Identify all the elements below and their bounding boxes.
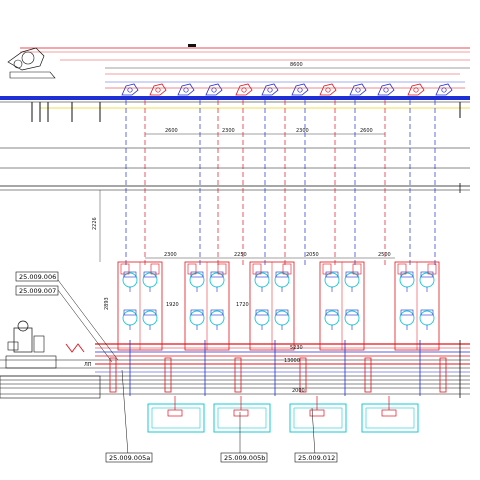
robot-arm: [377, 83, 395, 96]
robot-arm: [291, 83, 309, 96]
lower-conveyor: [0, 340, 470, 399]
span-2: 2300: [222, 128, 235, 134]
robot-arm: [349, 83, 367, 96]
svg-text:25.009.005a: 25.009.005a: [109, 454, 150, 462]
tag-25-009-007: 25.009.007: [15, 285, 59, 296]
span-3: 2300: [296, 128, 309, 134]
robot-cell: [319, 261, 365, 351]
svg-text:25.009.007: 25.009.007: [19, 287, 56, 295]
vertical-dim-left: 2226: [92, 217, 98, 230]
sub-span-1: 1920: [166, 302, 179, 308]
small-left-dim: 2893: [104, 297, 110, 310]
robot-arm: [149, 83, 167, 96]
bottom-fixtures: [147, 396, 419, 433]
robot-arm: [261, 83, 279, 96]
robot-arm: [205, 83, 223, 96]
robot-arm: [235, 83, 253, 96]
operator-station: ЛП: [5, 320, 92, 369]
small-label: ЛП: [84, 362, 92, 368]
span-1: 2600: [165, 128, 178, 134]
svg-text:25.009.006: 25.009.006: [19, 273, 56, 281]
dim-overall: 8600: [290, 62, 303, 68]
robot-arm: [435, 83, 453, 96]
row-span-2: 2250: [234, 252, 247, 258]
lower-center-dim: 13000: [284, 358, 300, 364]
bottom-dim: 2000: [292, 388, 305, 394]
red-logo-icon: [65, 343, 85, 353]
robot-arm: [177, 83, 195, 96]
lower-left-dim: 5230: [290, 345, 303, 351]
centerlines: [125, 100, 436, 265]
robot-cell: [249, 261, 295, 351]
fixture-box: [361, 396, 419, 433]
sub-span-2: 1720: [236, 302, 249, 308]
tag-25-009-006: 25.009.006: [15, 271, 59, 282]
robot-cell: [394, 261, 440, 351]
frame-lines: [0, 147, 470, 193]
leader-lines: [57, 279, 316, 456]
row-span-4: 2500: [378, 252, 391, 258]
robot-cells: [117, 261, 440, 351]
row-span-1: 2300: [164, 252, 177, 258]
robot-cell: [184, 261, 230, 351]
robot-arm: [407, 83, 425, 96]
fixture-box: [147, 396, 205, 433]
main-rail: [0, 96, 470, 100]
machine-logo-icon: [7, 47, 56, 79]
span-4: 2600: [360, 128, 373, 134]
tag-25-009-005a: 25.009.005a: [105, 452, 153, 463]
robot-cluster: [105, 81, 465, 96]
tag-25-009-012: 25.009.012: [294, 452, 338, 463]
fixture-box: [213, 396, 271, 433]
robot-arm: [121, 83, 139, 96]
svg-text:25.009.012: 25.009.012: [298, 454, 335, 462]
robot-arm: [319, 83, 337, 96]
svg-text:25.009.005b: 25.009.005b: [224, 454, 265, 462]
tag-25-009-005b: 25.009.005b: [220, 452, 268, 463]
plan-view: 2226 2300 2250 2050 2500 2893 1920 1720 …: [0, 190, 470, 463]
fixture-box: [289, 396, 347, 433]
top-marker: [188, 44, 196, 47]
side-view: 8600 2600 2300 2300 2600: [0, 44, 470, 135]
row-span-3: 2050: [306, 252, 319, 258]
robot-cell: [117, 261, 163, 351]
